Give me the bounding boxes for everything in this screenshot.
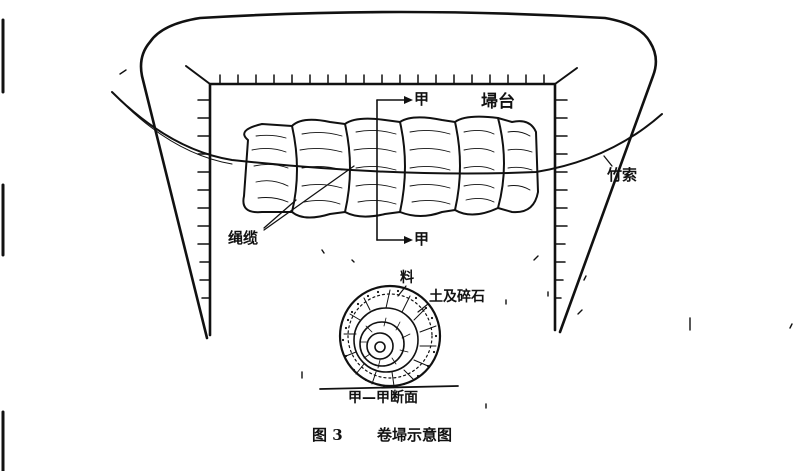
rolled-bundle: [242, 115, 539, 219]
figure-title: 卷埽示意图: [377, 426, 453, 444]
bamboo-rope: [111, 91, 663, 175]
platform-outline: [139, 10, 658, 340]
label-rope-cable: 绳缆: [228, 229, 259, 247]
label-earth-and-gravel: 土及碎石: [429, 289, 485, 305]
frame-corner-right: [554, 67, 578, 85]
label-section-title: 甲—甲断面: [348, 390, 418, 406]
leader-bamboo-rope: [603, 155, 613, 167]
label-section-mark-bottom: 甲: [414, 230, 430, 248]
ruler-ticks-right: [554, 99, 568, 299]
leader-rope-cable-2: [263, 165, 355, 231]
label-material: 料: [400, 270, 414, 286]
leader-rope-cable: [263, 199, 297, 229]
cross-section-stipple: [341, 289, 438, 388]
leader-earth-stone: [417, 303, 429, 313]
cross-section: [338, 284, 442, 388]
frame-corner-left: [185, 65, 211, 85]
ruler-ticks-top: [219, 74, 545, 85]
label-bamboo-rope: 竹索: [607, 166, 638, 184]
label-platform: 埽台: [481, 92, 515, 112]
bundle-fiber-lines: [251, 129, 533, 205]
bamboo-rope-strand: [115, 95, 233, 165]
leader-liao: [397, 285, 407, 297]
label-section-mark-top: 甲: [414, 90, 430, 108]
scan-specks: [119, 69, 793, 409]
ground-line: [319, 385, 459, 390]
ruler-ticks-left: [197, 99, 211, 299]
figure-number: 图 3: [312, 426, 343, 444]
